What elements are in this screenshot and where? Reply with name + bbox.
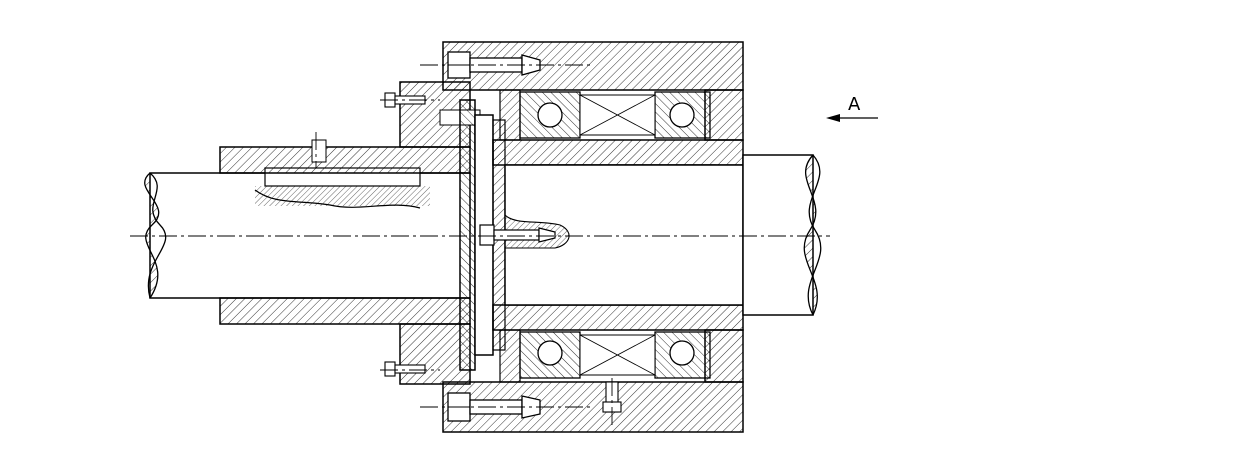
lower-cap-screw: [447, 392, 541, 422]
center-screw: [479, 224, 556, 246]
ball-bearing-icon: [537, 102, 563, 128]
left-flange: [399, 81, 481, 385]
view-arrow-icon: [826, 114, 840, 122]
left-shaft: [144, 167, 471, 299]
view-label: A: [848, 94, 861, 115]
hex-bolt-icon: [479, 224, 495, 246]
ball-bearing-icon: [537, 340, 563, 366]
lower-small-bolt: [384, 361, 426, 377]
center-lines: [130, 64, 830, 425]
ball-bearing-icon: [669, 102, 695, 128]
lower-bearings: [519, 331, 711, 379]
left-hub: [219, 139, 471, 325]
hex-bolt-icon: [384, 361, 396, 377]
view-arrow-a: A: [826, 94, 878, 122]
upper-bearings: [519, 91, 711, 139]
ball-bearing-icon: [669, 340, 695, 366]
